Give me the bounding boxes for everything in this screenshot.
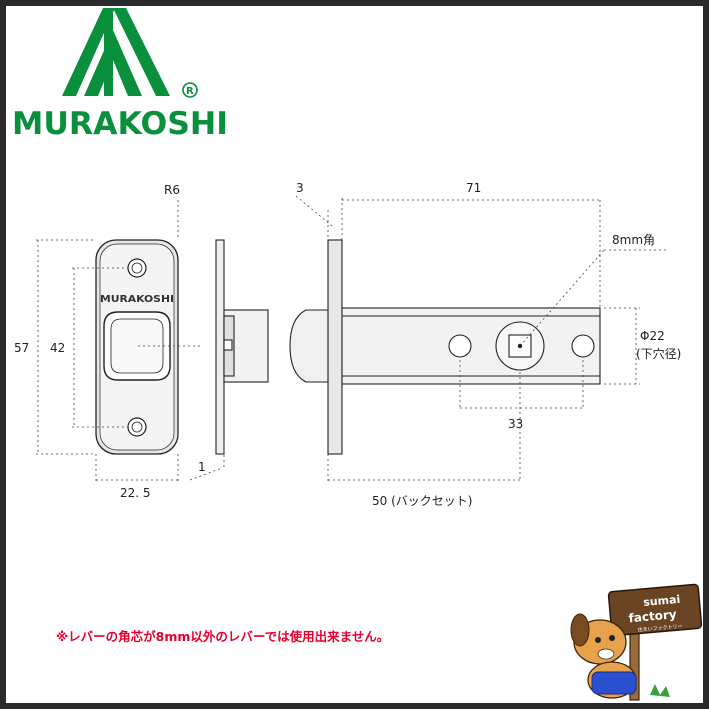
dim-8mm-square: 8mm角 bbox=[612, 233, 655, 247]
usage-note: ※レバーの角芯が8mm以外のレバーでは使用出来ません。 bbox=[56, 629, 390, 644]
plate-dimension-lines bbox=[36, 200, 200, 482]
dim-r6: R6 bbox=[164, 183, 180, 197]
dim-phi22-note: (下穴径) bbox=[636, 346, 681, 361]
front-plate-view bbox=[95, 239, 179, 455]
plate-logo: MURAKOSHI bbox=[100, 294, 174, 305]
dim-71: 71 bbox=[466, 181, 481, 195]
dim-22-5: 22. 5 bbox=[120, 486, 151, 500]
mascot-sign-sub: 住まいファクトリー bbox=[637, 623, 682, 634]
dim-3: 3 bbox=[296, 181, 304, 195]
dim-1: 1 bbox=[198, 460, 206, 474]
latch-body-view bbox=[289, 239, 601, 455]
side-view bbox=[215, 239, 269, 455]
mascot-sign-line2: factory bbox=[628, 607, 677, 625]
diagram-frame: R MURAKOSHI MURAKOSHI bbox=[6, 6, 703, 703]
center-point bbox=[517, 343, 523, 349]
technical-drawing: R MURAKOSHI MURAKOSHI bbox=[12, 8, 703, 701]
dim-backset: 50 (バックセット) bbox=[372, 494, 472, 508]
registered-mark: R bbox=[186, 86, 194, 97]
dim-phi22: Φ22 bbox=[640, 329, 665, 343]
mascot-sign-line1: sumai bbox=[643, 593, 681, 609]
latch-dimension-lines bbox=[295, 195, 668, 482]
murakoshi-logo: R MURAKOSHI bbox=[12, 8, 228, 142]
dim-33: 33 bbox=[508, 417, 523, 431]
dim-57: 57 bbox=[14, 341, 29, 355]
side-dimension-lines bbox=[189, 440, 225, 481]
brand-wordmark: MURAKOSHI bbox=[12, 106, 228, 142]
sumai-factory-mascot bbox=[570, 583, 703, 701]
dim-42: 42 bbox=[50, 341, 65, 355]
